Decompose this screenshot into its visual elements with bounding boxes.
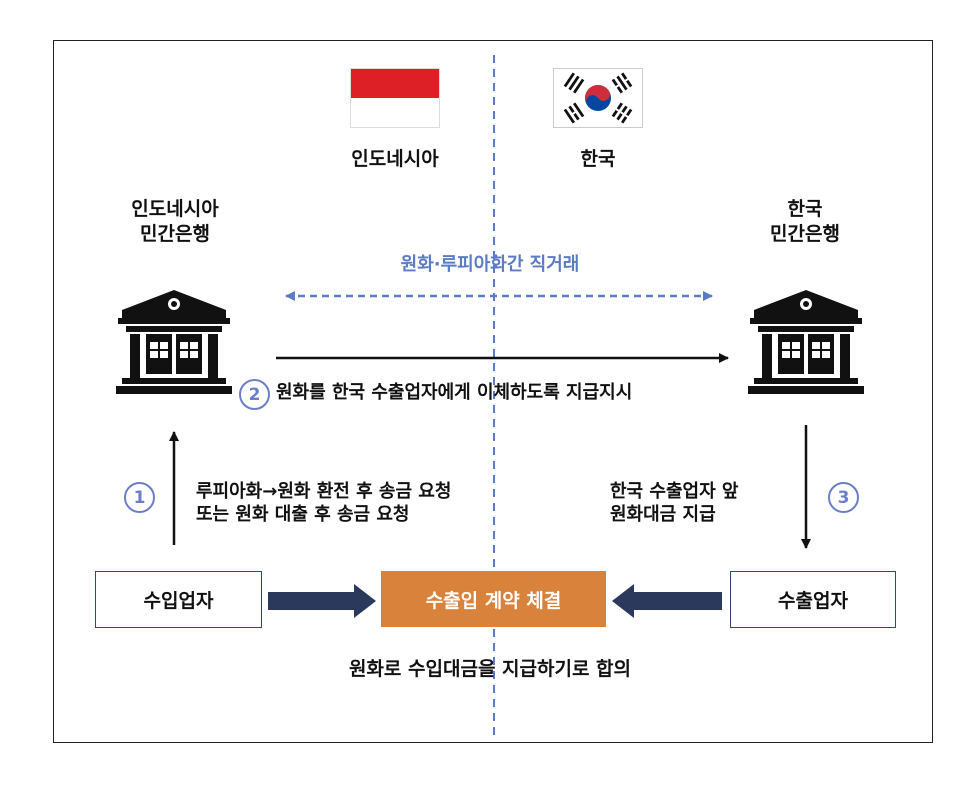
step3-number-icon: 3 [828, 482, 859, 513]
bank-building-icon [748, 290, 864, 394]
exporter-box: 수출업자 [730, 571, 896, 628]
exporter-to-contract-arrow [612, 584, 722, 618]
bank-building-icon [116, 290, 232, 394]
step1-number-icon: 1 [124, 482, 155, 513]
indonesia-country-label: 인도네시아 [351, 148, 439, 170]
step2-number-icon: 2 [239, 379, 270, 410]
importer-box: 수입업자 [95, 571, 262, 628]
step1-text: 루피아화→원화 환전 후 송금 요청 또는 원화 대출 후 송금 요청 [196, 481, 452, 526]
direct-trade-label: 원화·루피아화간 직거래 [400, 254, 580, 275]
korea-flag-icon [553, 68, 643, 128]
diagram-frame [53, 40, 933, 743]
indonesia-bank-label: 인도네시아 민간은행 [131, 198, 219, 245]
korea-bank-label: 한국 민간은행 [770, 198, 840, 245]
indonesia-flag-icon [350, 68, 440, 128]
step3-text: 한국 수출업자 앞 원화대금 지급 [610, 481, 739, 526]
agreement-text: 원화로 수입대금을 지급하기로 합의 [348, 658, 632, 680]
importer-to-contract-arrow [268, 584, 376, 618]
korea-country-label: 한국 [580, 148, 616, 170]
step2-text: 원화를 한국 수출업자에게 이체하도록 지급지시 [276, 382, 633, 403]
contract-box: 수출입 계약 체결 [381, 571, 606, 627]
